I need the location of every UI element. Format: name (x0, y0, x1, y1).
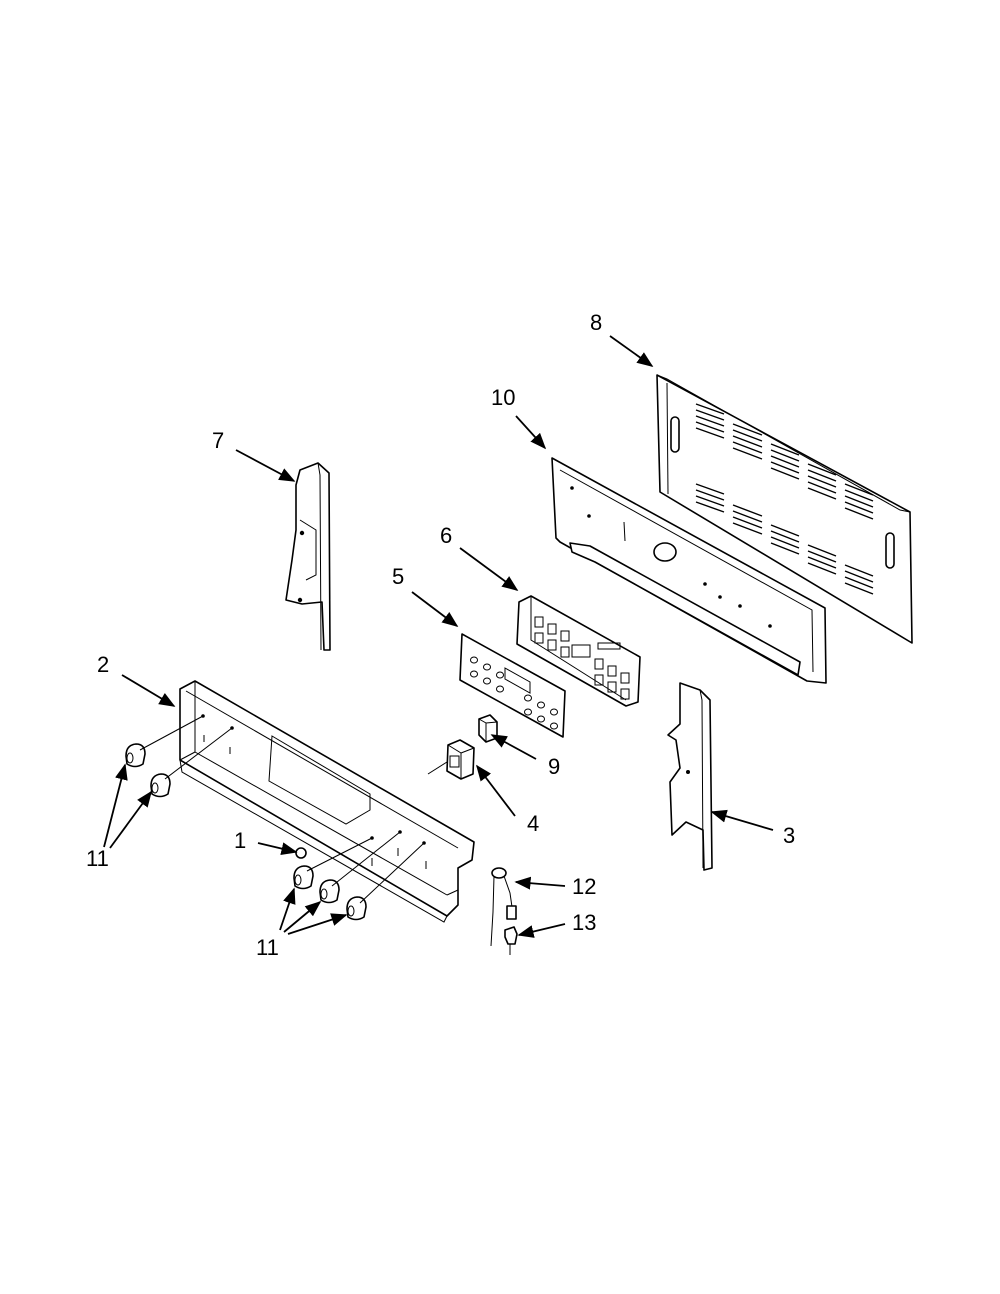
arrow-1 (257, 842, 298, 855)
callout-labels: 8 10 7 6 5 2 9 4 3 1 11 12 13 11 (86, 310, 795, 960)
keypad-overlay (459, 633, 566, 738)
arrow-7 (235, 449, 296, 482)
left-side-bracket (285, 462, 331, 651)
small-switch (478, 714, 498, 743)
console-panel (179, 680, 475, 923)
arrow-6 (459, 547, 519, 591)
knobs (125, 743, 367, 921)
arrow-11b-2 (283, 900, 322, 933)
callout-1: 1 (234, 828, 246, 853)
sensor-assembly (490, 867, 517, 947)
callout-10: 10 (491, 385, 515, 410)
control-board (516, 595, 641, 707)
callout-3: 3 (783, 823, 795, 848)
knob-leader-lines (139, 715, 425, 904)
callout-7: 7 (212, 428, 224, 453)
knob-2 (150, 773, 171, 798)
rear-vent-panel (656, 374, 913, 644)
arrow-11b-1 (279, 887, 296, 931)
connector (504, 926, 518, 955)
callout-11a: 11 (86, 846, 109, 871)
knob-3 (293, 865, 314, 890)
arrow-4 (476, 764, 516, 817)
arrow-11b-3 (287, 913, 348, 935)
knob-1 (125, 743, 146, 768)
switch-module (427, 739, 475, 780)
callout-5: 5 (392, 564, 404, 589)
callout-2: 2 (97, 652, 109, 677)
panel-bracket (551, 457, 827, 684)
arrow-8 (609, 335, 654, 367)
arrow-3 (710, 809, 774, 831)
arrow-5 (411, 591, 459, 627)
vent-slots (695, 403, 874, 595)
callout-13: 13 (572, 910, 596, 935)
callout-12: 12 (572, 874, 596, 899)
right-side-bracket (667, 682, 713, 871)
arrow-2 (121, 674, 176, 707)
arrow-11a-2 (109, 790, 152, 849)
callout-arrows (103, 335, 774, 938)
arrow-10 (515, 415, 547, 450)
arrow-13 (517, 923, 566, 938)
knob-5 (346, 896, 367, 921)
knob-4 (319, 879, 340, 904)
callout-4: 4 (527, 811, 539, 836)
small-plug (295, 847, 307, 859)
arrow-9 (490, 734, 537, 760)
callout-11b: 11 (256, 935, 279, 960)
callout-6: 6 (440, 523, 452, 548)
callout-8: 8 (590, 310, 602, 335)
callout-9: 9 (548, 754, 560, 779)
arrow-12 (514, 876, 566, 890)
arrow-11a-1 (103, 763, 128, 848)
